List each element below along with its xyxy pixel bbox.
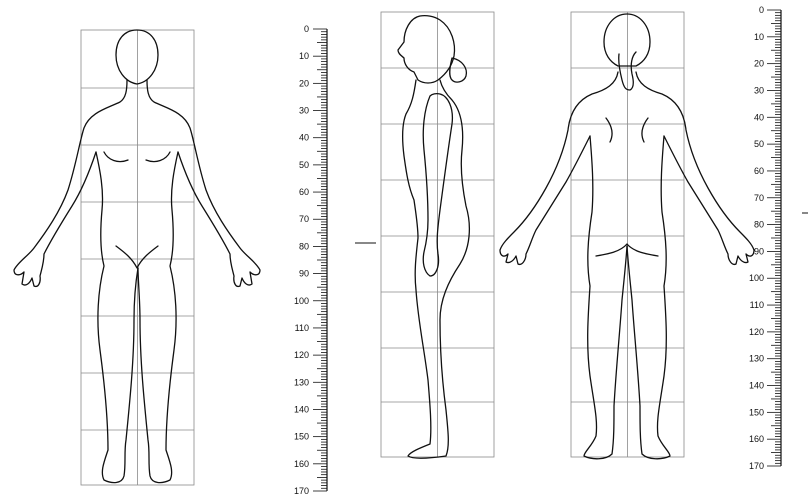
height-ruler-left: 0 10 20 30 40 50 60 70 80 90 100 110 120 130 140 150 160… <box>294 24 327 496</box>
ruler-tick-label: 160 <box>749 434 764 444</box>
ruler-tick-label: 20 <box>299 78 309 88</box>
ruler-tick-label: 120 <box>749 327 764 337</box>
ruler-tick-label: 120 <box>294 350 309 360</box>
ruler-tick-label: 90 <box>754 246 764 256</box>
ruler-tick-label: 80 <box>299 241 309 251</box>
ruler-tick-label: 70 <box>754 193 764 203</box>
ruler-tick-label: 10 <box>299 51 309 61</box>
ruler-tick-label: 160 <box>294 459 309 469</box>
ruler-tick-label: 50 <box>299 160 309 170</box>
female-figure-front-outline <box>14 30 260 483</box>
ruler-tick-label: 80 <box>754 220 764 230</box>
ruler-tick-label: 40 <box>754 112 764 122</box>
ruler-tick-label: 60 <box>299 187 309 197</box>
ruler-tick-label: 130 <box>749 354 764 364</box>
ruler-tick-label: 140 <box>294 404 309 414</box>
ruler-tick-label: 140 <box>749 381 764 391</box>
ruler-tick-label: 70 <box>299 214 309 224</box>
ruler-tick-label: 150 <box>294 432 309 442</box>
ruler-tick-label: 0 <box>304 24 309 34</box>
side-figure <box>355 12 494 458</box>
ruler-tick-label: 0 <box>759 5 764 15</box>
ruler-tick-label: 100 <box>294 296 309 306</box>
ruler-tick-label: 60 <box>754 166 764 176</box>
ruler-tick-label: 110 <box>295 323 309 333</box>
back-grid <box>571 12 684 457</box>
ruler-tick-label: 90 <box>299 269 309 279</box>
ruler-tick-label: 100 <box>749 273 764 283</box>
female-figure-side-outline <box>398 16 469 459</box>
ruler-tick-label: 20 <box>754 59 764 69</box>
back-figure <box>500 12 754 459</box>
ruler-tick-label: 30 <box>299 106 309 116</box>
ruler-tick-label: 40 <box>299 133 309 143</box>
ruler-tick-label: 130 <box>294 377 309 387</box>
ruler-tick-label: 110 <box>750 300 764 310</box>
ruler-tick-label: 50 <box>754 139 764 149</box>
front-grid <box>81 30 194 485</box>
front-figure <box>14 30 260 485</box>
ruler-tick-label: 150 <box>749 407 764 417</box>
ruler-tick-label: 170 <box>294 486 309 496</box>
ruler-tick-label: 30 <box>754 85 764 95</box>
ruler-tick-label: 10 <box>754 32 764 42</box>
height-ruler-right: 0 10 20 30 40 50 60 70 80 90 100 110 120 130 140 150 160… <box>749 5 781 471</box>
ruler-tick-label: 170 <box>749 461 764 471</box>
